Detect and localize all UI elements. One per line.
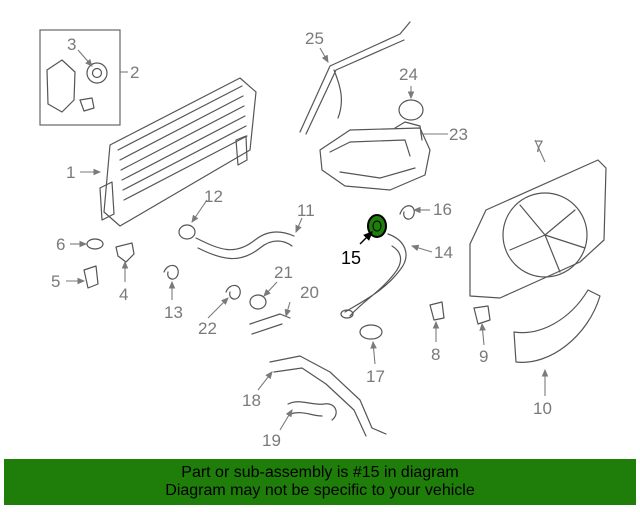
- cap-part-24: [398, 99, 424, 121]
- callout-1: 1: [66, 163, 75, 182]
- gasket-part-21: [249, 294, 267, 310]
- hose-part-19: [287, 401, 337, 421]
- callout-24: 24: [399, 65, 418, 84]
- clamp-part-16: [399, 205, 415, 220]
- hose-part-20: [249, 313, 291, 335]
- callout-8: 8: [431, 345, 440, 364]
- callout-14: 14: [434, 243, 453, 262]
- callout-4: 4: [119, 285, 128, 304]
- parts-diagram: 1 2 3 4 5 6 7 8 9 10 11 12 13 14 15 16 1…: [39, 21, 607, 450]
- gasket-part-12: [178, 224, 196, 240]
- callout-9: 9: [479, 347, 488, 366]
- hose-part-25: [299, 21, 411, 135]
- banner-line-disclaimer: Diagram may not be specific to your vehi…: [165, 482, 475, 499]
- callout-7: 7: [534, 137, 543, 156]
- callout-18: 18: [242, 391, 261, 410]
- callout-25: 25: [305, 29, 324, 48]
- deflector-part-10: [513, 289, 601, 363]
- drain-plug-part-5: [83, 265, 99, 289]
- callout-21: 21: [274, 263, 293, 282]
- sensor-part-8: [429, 301, 445, 321]
- callout-10: 10: [533, 399, 552, 418]
- callout-22: 22: [198, 319, 217, 338]
- callout-15: 15: [341, 248, 361, 268]
- reservoir-part-23: [319, 121, 431, 191]
- tube-part-18: [269, 355, 387, 437]
- callout-23: 23: [449, 125, 468, 144]
- cap-part-4: [115, 242, 135, 263]
- inset-box-parts-2-3: [39, 29, 121, 126]
- callout-12: 12: [204, 187, 223, 206]
- callout-6: 6: [56, 235, 65, 254]
- callout-16: 16: [433, 200, 452, 219]
- callout-3: 3: [67, 35, 76, 54]
- leader-lines: [66, 47, 549, 431]
- fan-shroud-part-7: [469, 159, 607, 299]
- callout-labels: 1 2 3 4 5 6 7 8 9 10 11 12 13 14 15 16 1…: [51, 29, 552, 450]
- radiator-part: [99, 77, 257, 227]
- callout-2: 2: [130, 63, 139, 82]
- callout-13: 13: [164, 303, 183, 322]
- callout-5: 5: [51, 272, 60, 291]
- callout-11: 11: [297, 201, 315, 220]
- callout-19: 19: [262, 431, 281, 450]
- clamp-part-13: [163, 264, 179, 280]
- callout-20: 20: [300, 283, 319, 302]
- bracket-part-9: [473, 305, 491, 325]
- clamp-part-17: [359, 324, 383, 340]
- o-ring-part-6: [86, 238, 104, 250]
- banner-line-part-number: Part or sub-assembly is #15 in diagram: [181, 464, 459, 481]
- hose-part-11: [195, 231, 295, 260]
- callout-17: 17: [366, 367, 385, 386]
- clamp-part-22: [225, 284, 241, 300]
- hose-part-14: [344, 233, 407, 317]
- info-banner: Part or sub-assembly is #15 in diagram D…: [4, 459, 636, 505]
